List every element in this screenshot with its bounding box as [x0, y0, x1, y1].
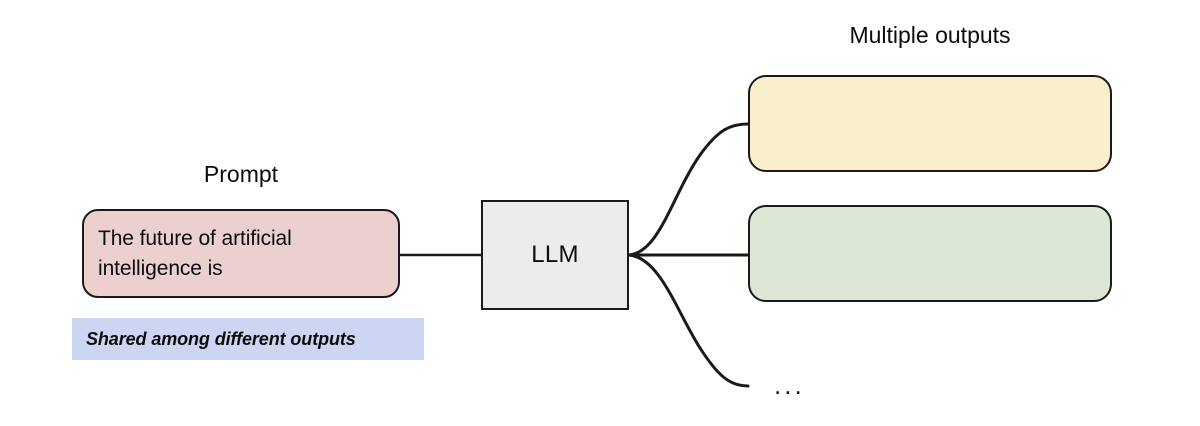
shared-annotation-text: Shared among different outputs [86, 328, 356, 349]
edge-llm-to-output-1 [627, 122, 750, 257]
prompt-label: Prompt [203, 161, 279, 187]
output-box-2[interactable] [748, 205, 1112, 302]
output-ellipsis: ... [774, 370, 805, 400]
edge-llm-to-ellipsis [627, 253, 750, 388]
llm-node[interactable]: LLM [481, 200, 629, 310]
prompt-text: The future of artificial intelligence is [98, 226, 292, 280]
output-box-1[interactable] [748, 75, 1112, 172]
multiple-outputs-label: Multiple outputs [849, 22, 1011, 48]
prompt-box[interactable]: The future of artificial intelligence is [82, 209, 400, 298]
shared-annotation-bar: Shared among different outputs [72, 318, 424, 360]
llm-label: LLM [531, 241, 579, 268]
